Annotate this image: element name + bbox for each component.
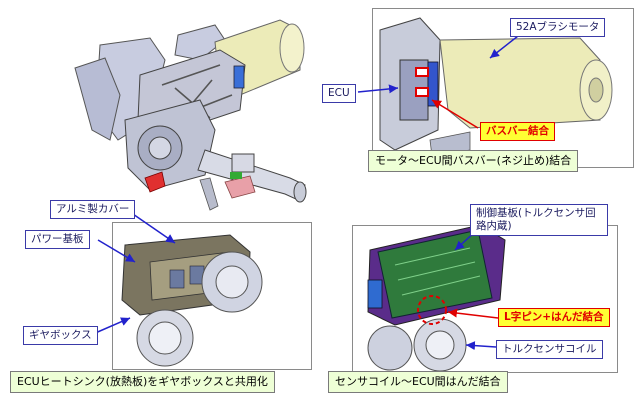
torque-sensor-coil-label: トルクセンサコイル bbox=[496, 340, 603, 359]
aluminum-cover-label: アルミ製カバー bbox=[50, 200, 136, 219]
brush-motor-label: 52Aブラシモータ bbox=[510, 18, 606, 37]
heatsink-detail-art bbox=[121, 234, 263, 367]
main-eps-unit bbox=[74, 19, 307, 211]
control-board-label: 制御基板(トルクセンサ回路内蔵) bbox=[470, 204, 608, 236]
busbar-joint-label: バスバー結合 bbox=[480, 122, 555, 141]
gearbox-housing bbox=[124, 99, 216, 191]
lpin-solder-joint-label: L字ピン+はんだ結合 bbox=[498, 308, 610, 327]
busbar-caption: モータ〜ECU間バスバー(ネジ止め)結合 bbox=[368, 150, 579, 172]
ecu-label: ECU bbox=[322, 84, 356, 103]
solder-detail-art bbox=[367, 224, 506, 372]
busbar-detail-art bbox=[379, 17, 613, 157]
callout-arrows bbox=[92, 35, 519, 351]
solder-caption: センサコイル〜ECU間はんだ結合 bbox=[328, 371, 508, 393]
power-board-label: パワー基板 bbox=[25, 230, 90, 249]
heatsink-caption: ECUヒートシンク(放熱板)をギヤボックスと共用化 bbox=[10, 371, 275, 393]
gearbox-label: ギヤボックス bbox=[23, 326, 98, 345]
